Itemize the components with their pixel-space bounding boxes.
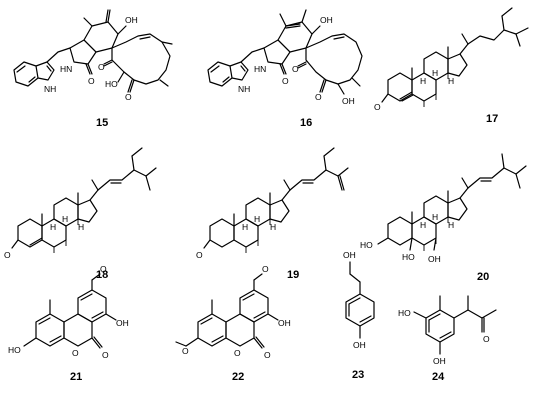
atom-oh: OH <box>342 96 355 106</box>
atom-o: O <box>315 92 322 102</box>
structure-24: HO O OH 24 <box>398 295 497 383</box>
atom-h: H <box>448 76 454 86</box>
atom-h: H <box>254 214 260 224</box>
atom-nh: NH <box>44 84 56 94</box>
atom-ho: HO <box>360 240 373 250</box>
atom-ho: HO <box>105 79 118 89</box>
structure-21: O OH HO O O 21 <box>8 264 129 383</box>
atom-o: O <box>125 92 132 102</box>
atom-o: O <box>98 62 105 72</box>
compound-label: 19 <box>287 269 299 281</box>
atom-oh: OH <box>433 356 446 366</box>
atom-oh: OH <box>428 254 441 264</box>
atom-o: O <box>292 64 299 74</box>
atom-ho: HO <box>402 252 415 262</box>
atom-h: H <box>432 212 438 222</box>
atom-h: H <box>242 222 248 232</box>
atom-o: O <box>4 250 11 260</box>
atom-o: O <box>100 264 107 274</box>
atom-o: O <box>234 348 241 358</box>
structure-17: O H H H 17 <box>374 7 529 125</box>
compound-label: 24 <box>432 371 445 383</box>
atom-o: O <box>282 76 289 86</box>
compound-label: 22 <box>232 371 244 383</box>
structure-15: OH HN NH O O HO O 15 <box>13 9 173 129</box>
compound-label: 20 <box>477 271 489 283</box>
atom-h: H <box>448 220 454 230</box>
structure-23: OH OH 23 <box>343 250 375 381</box>
atom-o: O <box>374 102 381 112</box>
atom-oh: OH <box>116 318 129 328</box>
atom-h: H <box>420 220 426 230</box>
compound-label: 15 <box>96 117 108 129</box>
compound-label: 23 <box>352 369 364 381</box>
atom-o: O <box>264 350 271 360</box>
atom-o: O <box>196 250 203 260</box>
atom-h: H <box>420 76 426 86</box>
atom-h: H <box>50 222 56 232</box>
compound-label: 16 <box>300 117 312 129</box>
structure-20: HO HO OH H H H 20 <box>360 153 527 283</box>
compound-label: 18 <box>96 269 108 281</box>
atom-nh: NH <box>238 84 250 94</box>
atom-o: O <box>102 350 109 360</box>
atom-o: O <box>262 264 269 274</box>
atom-o: O <box>483 334 490 344</box>
atom-o: O <box>72 348 79 358</box>
structure-19: O H H H 19 <box>196 147 349 281</box>
atom-h: H <box>432 68 438 78</box>
compound-label: 17 <box>486 113 498 125</box>
atom-hn: HN <box>254 64 266 74</box>
atom-h: H <box>62 214 68 224</box>
structure-22: O OH O O O 22 <box>175 264 291 383</box>
atom-hn: HN <box>60 64 72 74</box>
structure-16: OH HN NH O O O OH 16 <box>207 9 363 129</box>
atom-o: O <box>88 76 95 86</box>
atom-h: H <box>78 222 84 232</box>
atom-ho: HO <box>398 308 411 318</box>
atom-oh: OH <box>353 340 366 350</box>
structure-18: O H H H 18 <box>4 147 157 281</box>
atom-h: H <box>270 222 276 232</box>
atom-oh: OH <box>125 15 138 25</box>
atom-oh: OH <box>278 318 291 328</box>
atom-oh: OH <box>343 250 356 260</box>
atom-oh: OH <box>320 15 333 25</box>
atom-ho: HO <box>8 345 21 355</box>
compound-label: 21 <box>70 371 82 383</box>
atom-o: O <box>182 346 189 356</box>
